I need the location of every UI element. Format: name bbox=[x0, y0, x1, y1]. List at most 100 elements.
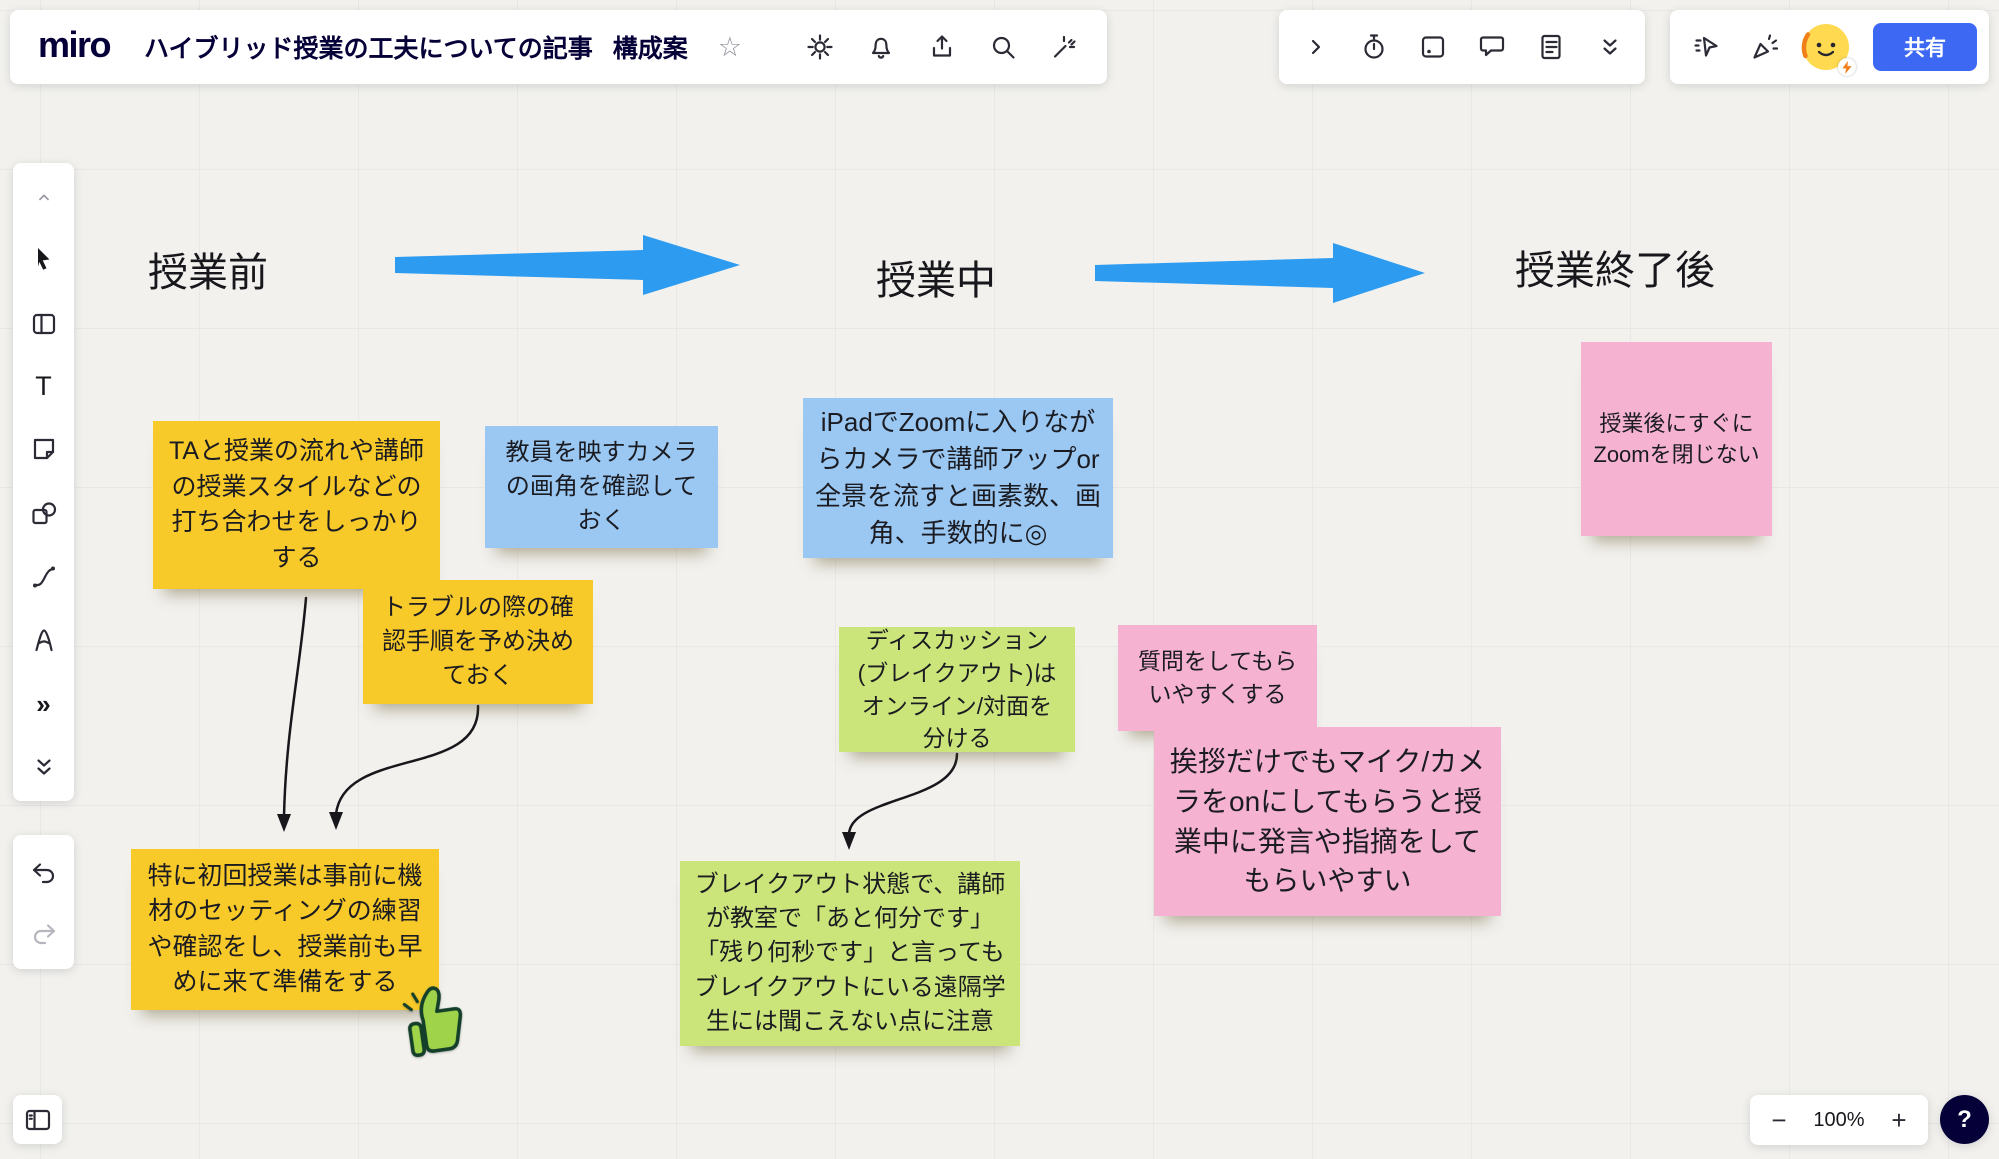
sticky-note[interactable]: 授業後にすぐにZoomを閉じない bbox=[1581, 342, 1772, 536]
flow-arrow-left[interactable] bbox=[395, 232, 740, 298]
thumb-shape bbox=[419, 986, 463, 1053]
undo-button[interactable] bbox=[21, 849, 67, 895]
timer-icon bbox=[1363, 34, 1384, 59]
connector-arrowhead bbox=[329, 812, 343, 830]
frames-panel-icon bbox=[25, 1109, 50, 1130]
flow-arrow-shape bbox=[395, 235, 740, 295]
connector-tool[interactable] bbox=[22, 555, 66, 599]
frames-icon bbox=[1421, 36, 1444, 58]
expand-toolbar-icon bbox=[1311, 39, 1320, 55]
more-icon: » bbox=[36, 688, 51, 719]
settings-button[interactable] bbox=[797, 24, 843, 70]
avatar[interactable] bbox=[1800, 21, 1856, 76]
column-label-during-class[interactable]: 授業中 bbox=[876, 259, 996, 303]
select-icon bbox=[37, 248, 49, 271]
bolt-icon bbox=[1842, 60, 1852, 74]
connector-icon bbox=[32, 566, 55, 588]
board-subtitle[interactable]: 構成案 bbox=[612, 35, 688, 63]
pen-icon bbox=[34, 629, 53, 652]
flow-arrow-right[interactable] bbox=[1095, 240, 1425, 306]
export-icon bbox=[932, 35, 952, 57]
frames-button[interactable] bbox=[1410, 24, 1456, 70]
pen-tool[interactable] bbox=[22, 618, 66, 662]
sticky-note[interactable]: ブレイクアウト状態で、講師が教室で「あと何分です」「残り何秒です」と言ってもブレ… bbox=[680, 861, 1020, 1046]
undo-icon bbox=[32, 862, 54, 883]
text-icon: T bbox=[35, 371, 52, 402]
zoom-controls: − 100% + bbox=[1750, 1095, 1928, 1145]
flow-arrow-shape bbox=[1095, 243, 1425, 303]
frames-panel-button[interactable] bbox=[13, 1095, 62, 1144]
shapes-tool[interactable] bbox=[22, 492, 66, 536]
zoom-level[interactable]: 100% bbox=[1813, 1108, 1865, 1131]
thumb-cuff bbox=[408, 1021, 427, 1058]
more-tools-icon bbox=[1602, 39, 1617, 55]
connector-arrowhead bbox=[842, 832, 856, 850]
creation-toolbar: T » bbox=[13, 163, 74, 801]
comments-icon bbox=[1479, 36, 1504, 57]
miro-logo[interactable]: miro bbox=[38, 24, 112, 65]
expand-toolbar-button[interactable] bbox=[1292, 24, 1338, 70]
connector[interactable] bbox=[847, 752, 959, 836]
more-tools-tool[interactable]: » bbox=[22, 682, 66, 726]
export-button[interactable] bbox=[919, 24, 965, 70]
text-tool[interactable]: T bbox=[22, 365, 66, 409]
comments-button[interactable] bbox=[1469, 24, 1515, 70]
help-button[interactable]: ? bbox=[1940, 1095, 1989, 1144]
connector[interactable] bbox=[334, 704, 480, 816]
search-icon bbox=[992, 36, 1015, 59]
connector[interactable] bbox=[282, 596, 308, 818]
collapse-icon bbox=[38, 194, 49, 201]
column-label-before-class[interactable]: 授業前 bbox=[148, 251, 268, 295]
apps-icon bbox=[36, 759, 51, 775]
more-tools-button[interactable] bbox=[1587, 24, 1633, 70]
notes-button[interactable] bbox=[1528, 24, 1574, 70]
sticky-note-icon bbox=[33, 439, 54, 460]
collaboration-toolbar: 共有 bbox=[1670, 10, 1989, 84]
sticky-note[interactable]: TAと授業の流れや講師の授業スタイルなどの打ち合わせをしっかりする bbox=[153, 421, 440, 589]
sticky-note[interactable]: トラブルの際の確認手順を予め決めておく bbox=[363, 580, 593, 704]
motion-line bbox=[402, 1002, 413, 1012]
avatar-face bbox=[1801, 24, 1849, 70]
sticky-note[interactable]: iPadでZoomに入りながらカメラで講師アップor全景を流すと画素数、画角、手… bbox=[803, 398, 1113, 558]
collapse-toolbar-button[interactable] bbox=[22, 175, 66, 219]
sticky-note[interactable]: 挨拶だけでもマイク/カメラをonにしてもらうと授業中に発言や指摘をしてもらいやす… bbox=[1154, 727, 1501, 916]
redo-button[interactable] bbox=[21, 910, 67, 956]
sticky-note[interactable]: 質問をしてもらいやすくする bbox=[1118, 625, 1317, 731]
notifications-icon bbox=[871, 37, 891, 59]
redo-icon bbox=[33, 923, 55, 944]
board-actions bbox=[797, 24, 1087, 70]
templates-icon bbox=[32, 313, 55, 334]
select-tool[interactable] bbox=[22, 238, 66, 282]
star-icon[interactable]: ☆ bbox=[717, 31, 743, 62]
sticky-note[interactable]: 教員を映すカメラの画角を確認しておく bbox=[485, 426, 718, 548]
column-label-after-class[interactable]: 授業終了後 bbox=[1515, 249, 1715, 293]
board-tools-toolbar bbox=[1279, 10, 1645, 84]
follow-cursor-button[interactable] bbox=[1684, 24, 1730, 70]
motion-line bbox=[411, 992, 419, 1004]
avatar-badge bbox=[1838, 58, 1856, 76]
sticky-note[interactable]: 特に初回授業は事前に機材のセッティングの練習や確認をし、授業前も早めに来て準備を… bbox=[131, 849, 439, 1010]
thumbs-up-sticker[interactable] bbox=[393, 970, 472, 1065]
reactions-icon bbox=[1753, 34, 1779, 59]
laser-pointer-icon bbox=[1053, 35, 1076, 58]
notifications-button[interactable] bbox=[858, 24, 904, 70]
laser-pointer-button[interactable] bbox=[1041, 24, 1087, 70]
connector-arrowhead bbox=[277, 814, 291, 832]
sticky-note[interactable]: ディスカッション(ブレイクアウト)はオンライン/対面を分ける bbox=[839, 627, 1075, 752]
follow-cursor-icon bbox=[1694, 36, 1718, 57]
zoom-in-button[interactable]: + bbox=[1891, 1104, 1907, 1135]
templates-tool[interactable] bbox=[22, 302, 66, 346]
sticky-note-tool[interactable] bbox=[22, 428, 66, 472]
top-left-toolbar: miro ハイブリッド授業の工夫についての記事 構成案 ☆ bbox=[10, 10, 1107, 84]
shapes-icon bbox=[31, 502, 56, 524]
board-title[interactable]: ハイブリッド授業の工夫についての記事 bbox=[144, 35, 593, 63]
apps-tool[interactable] bbox=[22, 745, 66, 789]
zoom-out-button[interactable]: − bbox=[1771, 1104, 1787, 1135]
timer-button[interactable] bbox=[1351, 24, 1397, 70]
history-toolbar bbox=[13, 835, 74, 969]
board-title-group: ハイブリッド授業の工夫についての記事 構成案 ☆ bbox=[144, 29, 742, 65]
reactions-button[interactable] bbox=[1742, 24, 1788, 70]
share-button[interactable]: 共有 bbox=[1873, 23, 1977, 71]
settings-icon bbox=[807, 34, 833, 60]
search-button[interactable] bbox=[980, 24, 1026, 70]
